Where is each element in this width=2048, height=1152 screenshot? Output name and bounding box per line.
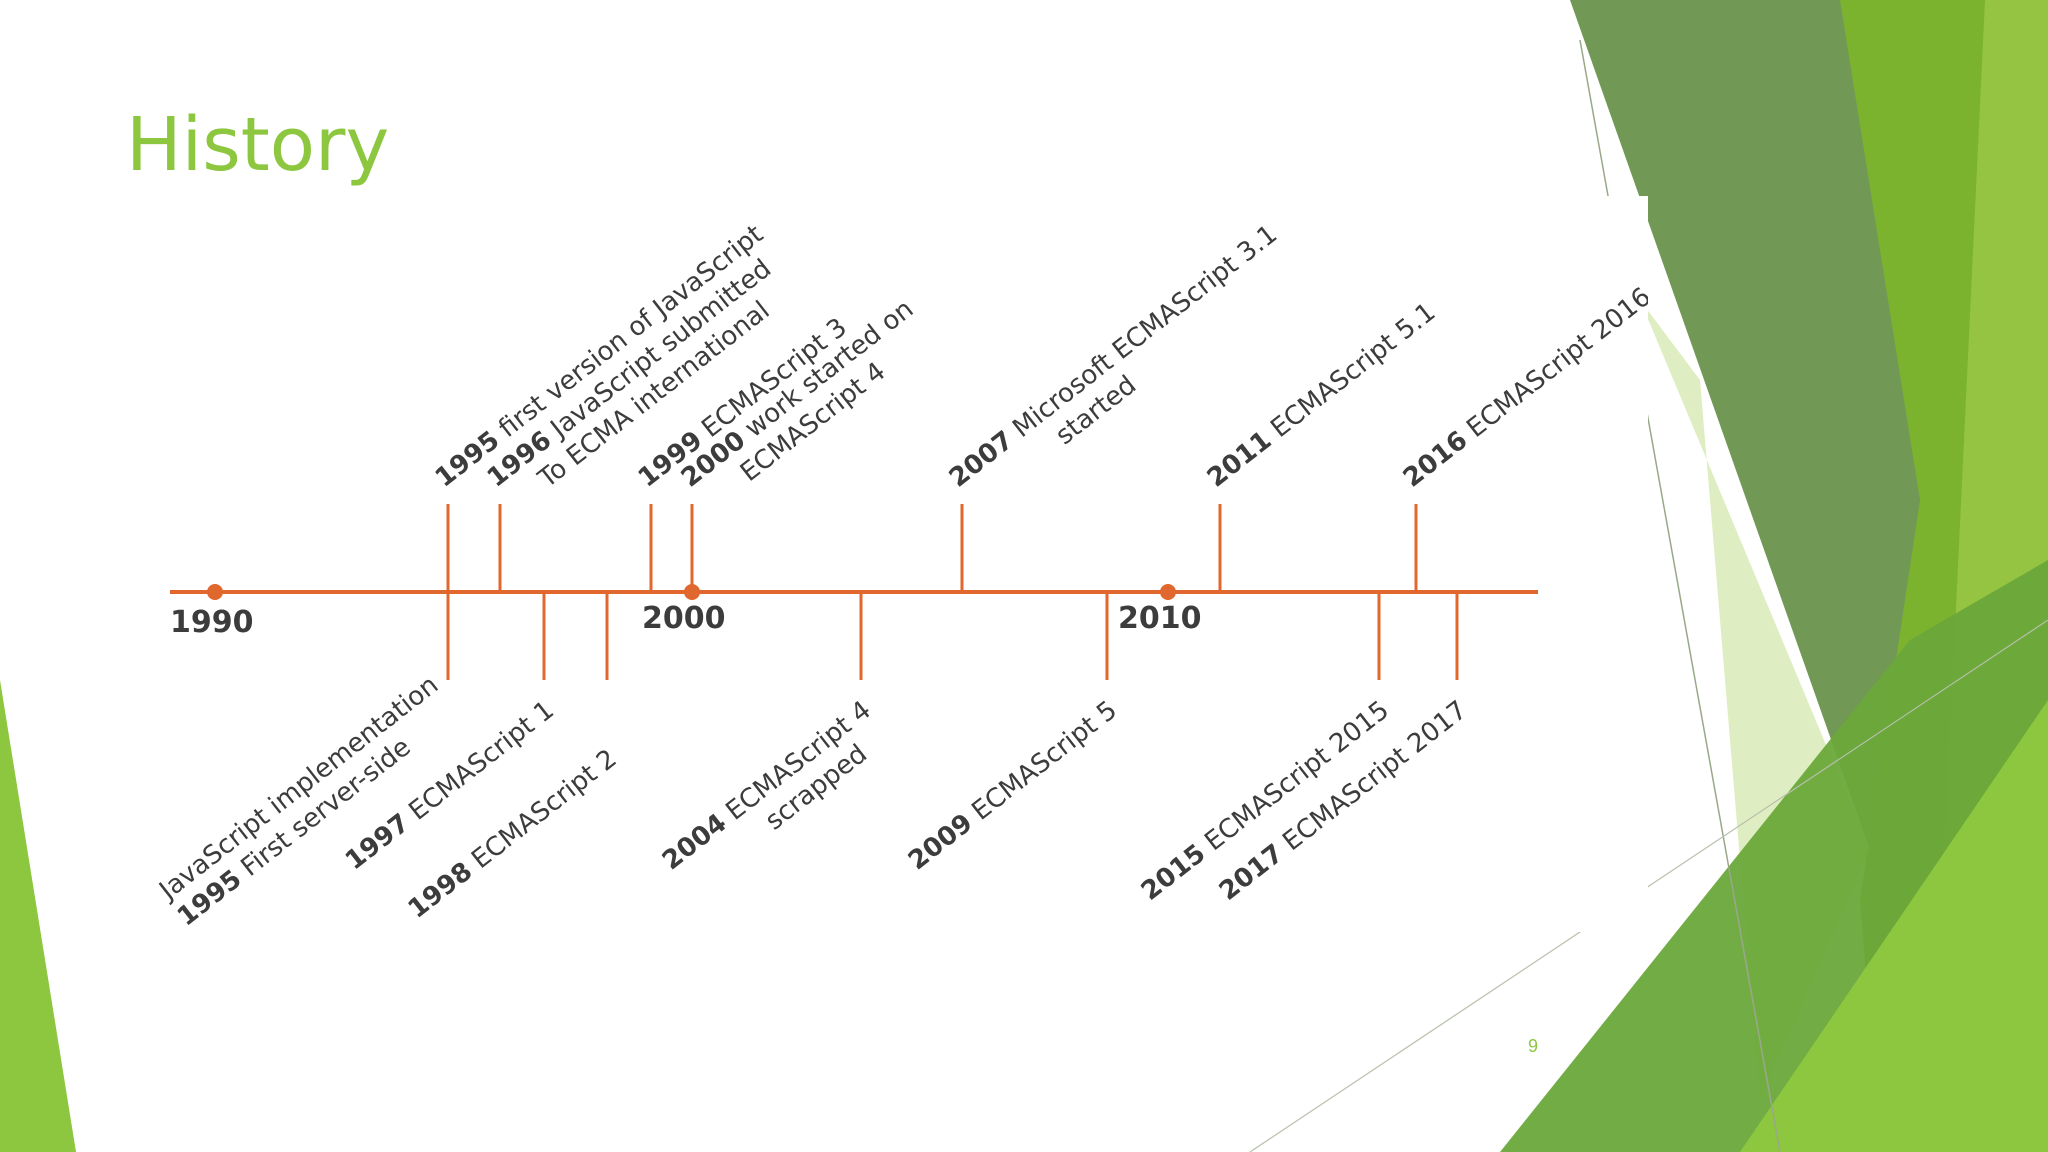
decade-label: 1990: [170, 605, 254, 640]
thin-guide-line: [1249, 619, 2048, 1152]
decade-dot-2010: [1160, 584, 1176, 600]
slide-title: History: [126, 102, 390, 188]
svg-text:2004 ECMAScript 4: 2004 ECMAScript 4: [657, 695, 877, 876]
timeline-svg: 1990 2000 2010 1995 first version of Jav…: [153, 219, 1648, 932]
timeline-diagram: 1990 2000 2010 1995 first version of Jav…: [130, 196, 1648, 932]
left-edge-facet: [0, 680, 76, 1152]
svg-text:2009 ECMAScript 5: 2009 ECMAScript 5: [903, 695, 1123, 876]
svg-text:1998 ECMAScript 2: 1998 ECMAScript 2: [403, 744, 623, 925]
event-label-below: 2009 ECMAScript 5: [903, 695, 1123, 876]
decade-label: 2000: [642, 601, 726, 636]
decade-label: 2010: [1118, 601, 1202, 636]
right-facet-dark: [1570, 0, 1925, 850]
event-label-above: 2007 Microsoft ECMAScript 3.1 started: [944, 219, 1283, 493]
svg-text:JavaScript implementation: JavaScript implementation: [153, 670, 445, 907]
event-label-below: 2004 ECMAScript 4 scrapped: [657, 695, 877, 876]
page-number: 9: [1528, 1036, 1539, 1056]
bottom-facet-bright: [1740, 700, 2048, 1152]
event-label-below: 1998 ECMAScript 2: [403, 744, 623, 925]
decade-dot-1990: [207, 584, 223, 600]
